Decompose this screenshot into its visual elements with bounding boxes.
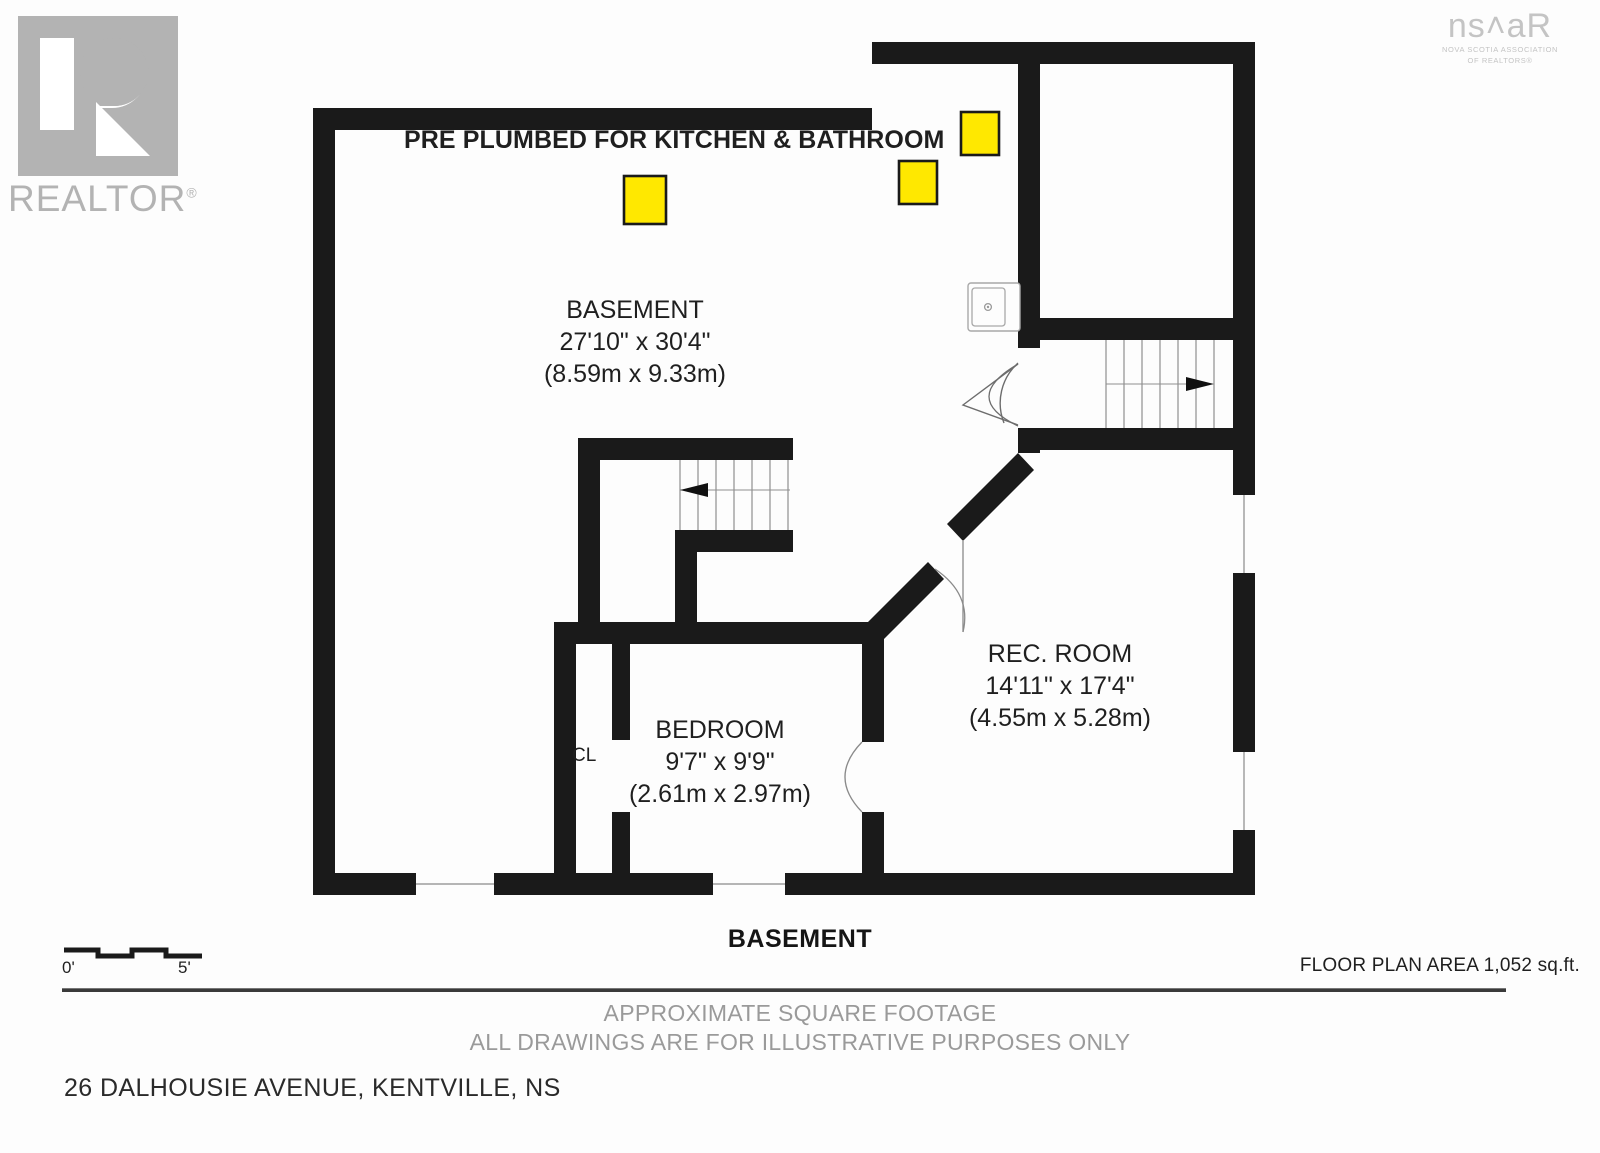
basement-dim-imperial: 27'10" x 30'4" [559, 328, 711, 356]
closet-label: CL [572, 745, 597, 766]
disclaimer-text: APPROXIMATE SQUARE FOOTAGE ALL DRAWINGS … [0, 999, 1600, 1057]
room-label-rec-room: REC. ROOM 14'11" x 17'4" (4.55m x 5.28m) [925, 638, 1195, 734]
closet-partition-upper [612, 644, 630, 740]
bedroom-room-name: BEDROOM [655, 716, 785, 744]
interior-wall-upper-stair-bottom [1018, 428, 1233, 450]
rec-room-name: REC. ROOM [987, 640, 1133, 668]
bedroom-wall-left [554, 622, 576, 895]
nsar-subtitle-line2: OF REALTORS® [1467, 56, 1533, 65]
door-arc-upper-stairs [988, 363, 1019, 427]
nsar-logo: ns˄aR NOVA SCOTIA ASSOCIATION OF REALTOR… [1420, 8, 1580, 83]
property-address: 26 DALHOUSIE AVENUE, KENTVILLE, NS [64, 1074, 561, 1102]
interior-wall-lower-stair-bottom [675, 530, 793, 552]
basement-dim-metric: (8.59m x 9.33m) [543, 360, 726, 388]
footer-divider [62, 988, 1506, 992]
interior-wall-upper-door-jamb-bottom [1018, 428, 1040, 453]
scale-start-label: 0' [62, 958, 75, 977]
interior-wall-upper-door-jamb-top [1018, 318, 1040, 348]
rec-room-dim-imperial: 14'11" x 17'4" [985, 672, 1135, 700]
bedroom-wall-top [554, 622, 884, 644]
bedroom-dim-imperial: 9'7" x 9'9" [665, 748, 775, 776]
room-label-basement: BASEMENT 27'10" x 30'4" (8.59m x 9.33m) [500, 294, 770, 390]
pre-plumbed-annotation: PRE PLUMBED FOR KITCHEN & BATHROOM [404, 126, 945, 154]
nsar-wordmark: ns˄aR [1447, 7, 1553, 45]
realtor-logo: REALTOR® [8, 16, 198, 219]
floor-plan-area-text: FLOOR PLAN AREA 1,052 sq.ft. [1299, 955, 1580, 976]
interior-wall-lower-stair-top [578, 438, 793, 460]
diagonal-wall-upper [947, 453, 1034, 541]
interior-wall-lower-stair-inner-vertical [675, 530, 697, 628]
interior-wall-upper-stair-top [1018, 318, 1233, 340]
scale-bar-icon [64, 947, 202, 959]
floor-plan-drawing [313, 42, 1255, 895]
disclaimer-line-1: APPROXIMATE SQUARE FOOTAGE [603, 1000, 997, 1026]
stairs-upper [1105, 340, 1215, 428]
bedroom-dim-metric: (2.61m x 2.97m) [628, 780, 811, 808]
disclaimer-line-2: ALL DRAWINGS ARE FOR ILLUSTRATIVE PURPOS… [469, 1029, 1131, 1055]
door-swing-diagonal [934, 568, 966, 633]
bedroom-wall-right-lower [862, 812, 884, 895]
rec-room-dim-metric: (4.55m x 5.28m) [968, 704, 1151, 732]
level-title: BASEMENT [727, 925, 873, 953]
interior-wall-upper-vertical [1018, 64, 1040, 324]
bedroom-wall-right-upper [862, 628, 884, 742]
stairs-lower-direction-arrow [680, 483, 708, 497]
plumbing-marker-2 [897, 159, 939, 206]
realtor-r-glyph-icon [18, 16, 178, 176]
realtor-r-mark-icon [18, 16, 178, 176]
plumbing-marker-3 [959, 110, 1001, 157]
plumbing-marker-1 [622, 174, 668, 226]
basement-room-name: BASEMENT [566, 296, 704, 324]
interior-wall-lower-stair-left [578, 438, 600, 628]
door-swing-bedroom [844, 741, 863, 813]
nsar-subtitle-line1: NOVA SCOTIA ASSOCIATION [1441, 45, 1559, 54]
exterior-walls [313, 42, 1255, 895]
sink-fixture-icon [967, 282, 1021, 332]
realtor-wordmark: REALTOR® [8, 178, 198, 219]
room-label-bedroom: BEDROOM 9'7" x 9'9" (2.61m x 2.97m) [590, 714, 850, 810]
closet-partition-lower [612, 812, 630, 895]
scale-end-label: 5' [178, 958, 191, 977]
stairs-upper-direction-arrow [1186, 377, 1214, 391]
stairs-lower [679, 460, 790, 530]
